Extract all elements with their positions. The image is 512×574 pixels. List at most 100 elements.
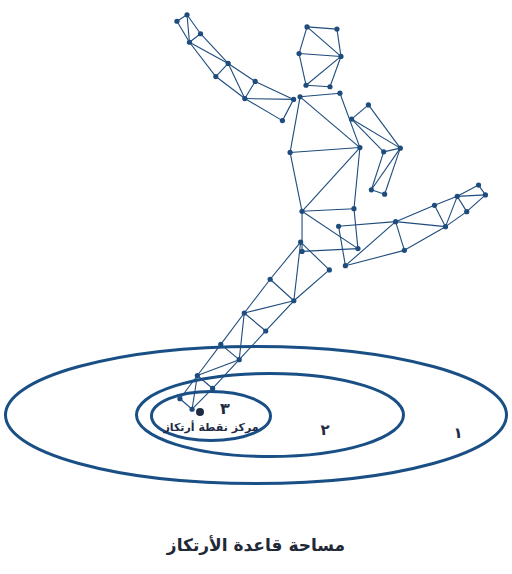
- mesh-dot: [268, 277, 273, 282]
- mesh-line: [294, 270, 330, 301]
- mesh-dot: [355, 246, 360, 251]
- mesh-dot: [351, 206, 356, 211]
- mesh-line: [266, 301, 294, 331]
- mesh-line: [302, 211, 358, 248]
- mesh-dot: [337, 91, 342, 96]
- mesh-dot: [298, 239, 303, 244]
- mesh-dot: [327, 84, 332, 89]
- mesh-dot: [349, 116, 354, 121]
- mesh-dot: [393, 219, 398, 224]
- mesh-dot: [343, 263, 348, 268]
- mesh-dot: [296, 51, 301, 56]
- ellipse-outline: [137, 374, 404, 457]
- mesh-dot: [338, 54, 343, 59]
- mesh-line: [306, 56, 341, 85]
- mesh-line: [467, 195, 486, 212]
- mesh-dot: [291, 298, 296, 303]
- mesh-dot: [304, 24, 309, 29]
- mesh-line: [371, 148, 400, 190]
- mesh-dot: [189, 407, 194, 412]
- mesh-line: [197, 360, 239, 376]
- mesh-dot: [174, 19, 179, 24]
- mesh-line: [245, 98, 294, 100]
- mesh-line: [302, 209, 354, 212]
- mesh-line: [221, 313, 244, 344]
- mesh-line: [201, 34, 229, 64]
- zone-number: ٢: [320, 422, 329, 439]
- mesh-dot: [280, 118, 285, 123]
- mesh-dot: [253, 79, 258, 84]
- ellipse-outline: [152, 392, 271, 441]
- mesh-line: [385, 148, 401, 194]
- mesh-dot: [195, 373, 200, 378]
- mesh-line: [290, 97, 300, 153]
- mesh-line: [299, 27, 307, 54]
- mesh-line: [228, 63, 245, 98]
- mesh-line: [434, 205, 445, 226]
- base-ellipse: ١٢٣مركز نقطة أرتكاز: [4, 345, 508, 485]
- mesh-line: [457, 196, 466, 211]
- mesh-line: [270, 279, 294, 301]
- base-ellipse: ٣ مركز نقطة أرتكاز: [150, 390, 272, 442]
- mesh-line: [282, 99, 293, 120]
- mesh-line: [307, 27, 341, 57]
- mesh-dot: [299, 209, 304, 214]
- base-ellipse: ٢ ٣ مركز نقطة أرتكاز: [135, 372, 405, 458]
- mesh-dot: [226, 61, 231, 66]
- mesh-line: [302, 148, 360, 212]
- mesh-line: [255, 81, 293, 99]
- mesh-dot: [237, 357, 242, 362]
- mesh-line: [187, 15, 189, 43]
- mesh-dot: [443, 224, 448, 229]
- mesh-dot: [242, 96, 247, 101]
- mesh-dot: [287, 150, 292, 155]
- mesh-line: [339, 222, 396, 227]
- mesh-line: [345, 222, 395, 266]
- mesh-line: [244, 313, 265, 331]
- mesh-line: [352, 105, 369, 119]
- mesh-line: [301, 211, 302, 251]
- mesh-dot: [476, 182, 481, 187]
- mesh-line: [216, 77, 245, 99]
- mesh-line: [352, 119, 401, 148]
- mesh-line: [239, 313, 244, 360]
- zone-number: ٣: [220, 400, 230, 418]
- mesh-line: [189, 42, 215, 76]
- mesh-dot: [297, 94, 302, 99]
- mesh-dot: [187, 40, 192, 45]
- mesh-line: [354, 148, 360, 209]
- mesh-dot: [357, 145, 362, 150]
- mesh-dot: [381, 149, 386, 154]
- mesh-line: [245, 99, 283, 121]
- caption: مساحة قاعدة الأرتكاز: [167, 535, 345, 555]
- mesh-line: [299, 54, 306, 86]
- mesh-dot: [327, 267, 332, 272]
- mesh-line: [337, 29, 341, 56]
- mesh-dot: [455, 194, 460, 199]
- mesh-line: [446, 196, 458, 226]
- mesh-dot: [198, 31, 203, 36]
- mesh-line: [270, 242, 300, 279]
- mesh-dot: [336, 224, 341, 229]
- mesh-line: [306, 85, 330, 87]
- mesh-line: [457, 185, 478, 196]
- mesh-line: [404, 227, 445, 251]
- mesh-line: [301, 242, 330, 270]
- mesh-dot: [369, 187, 374, 192]
- mesh-line: [244, 301, 294, 313]
- mesh-line: [300, 97, 360, 148]
- mesh-dot: [213, 74, 218, 79]
- mesh-line: [371, 152, 383, 190]
- mesh-dot: [242, 310, 247, 315]
- mesh-line: [300, 93, 340, 97]
- mesh-line: [396, 222, 446, 227]
- ellipse-outline: [4, 345, 508, 485]
- ellipse-outline: [6, 347, 507, 484]
- mesh-dot: [402, 248, 407, 253]
- mesh-line: [457, 195, 485, 196]
- mesh-line: [396, 205, 435, 221]
- zone-label: مركز نقطة أرتكاز: [163, 422, 258, 434]
- mesh-dot: [483, 192, 488, 197]
- mesh-dot: [366, 102, 371, 107]
